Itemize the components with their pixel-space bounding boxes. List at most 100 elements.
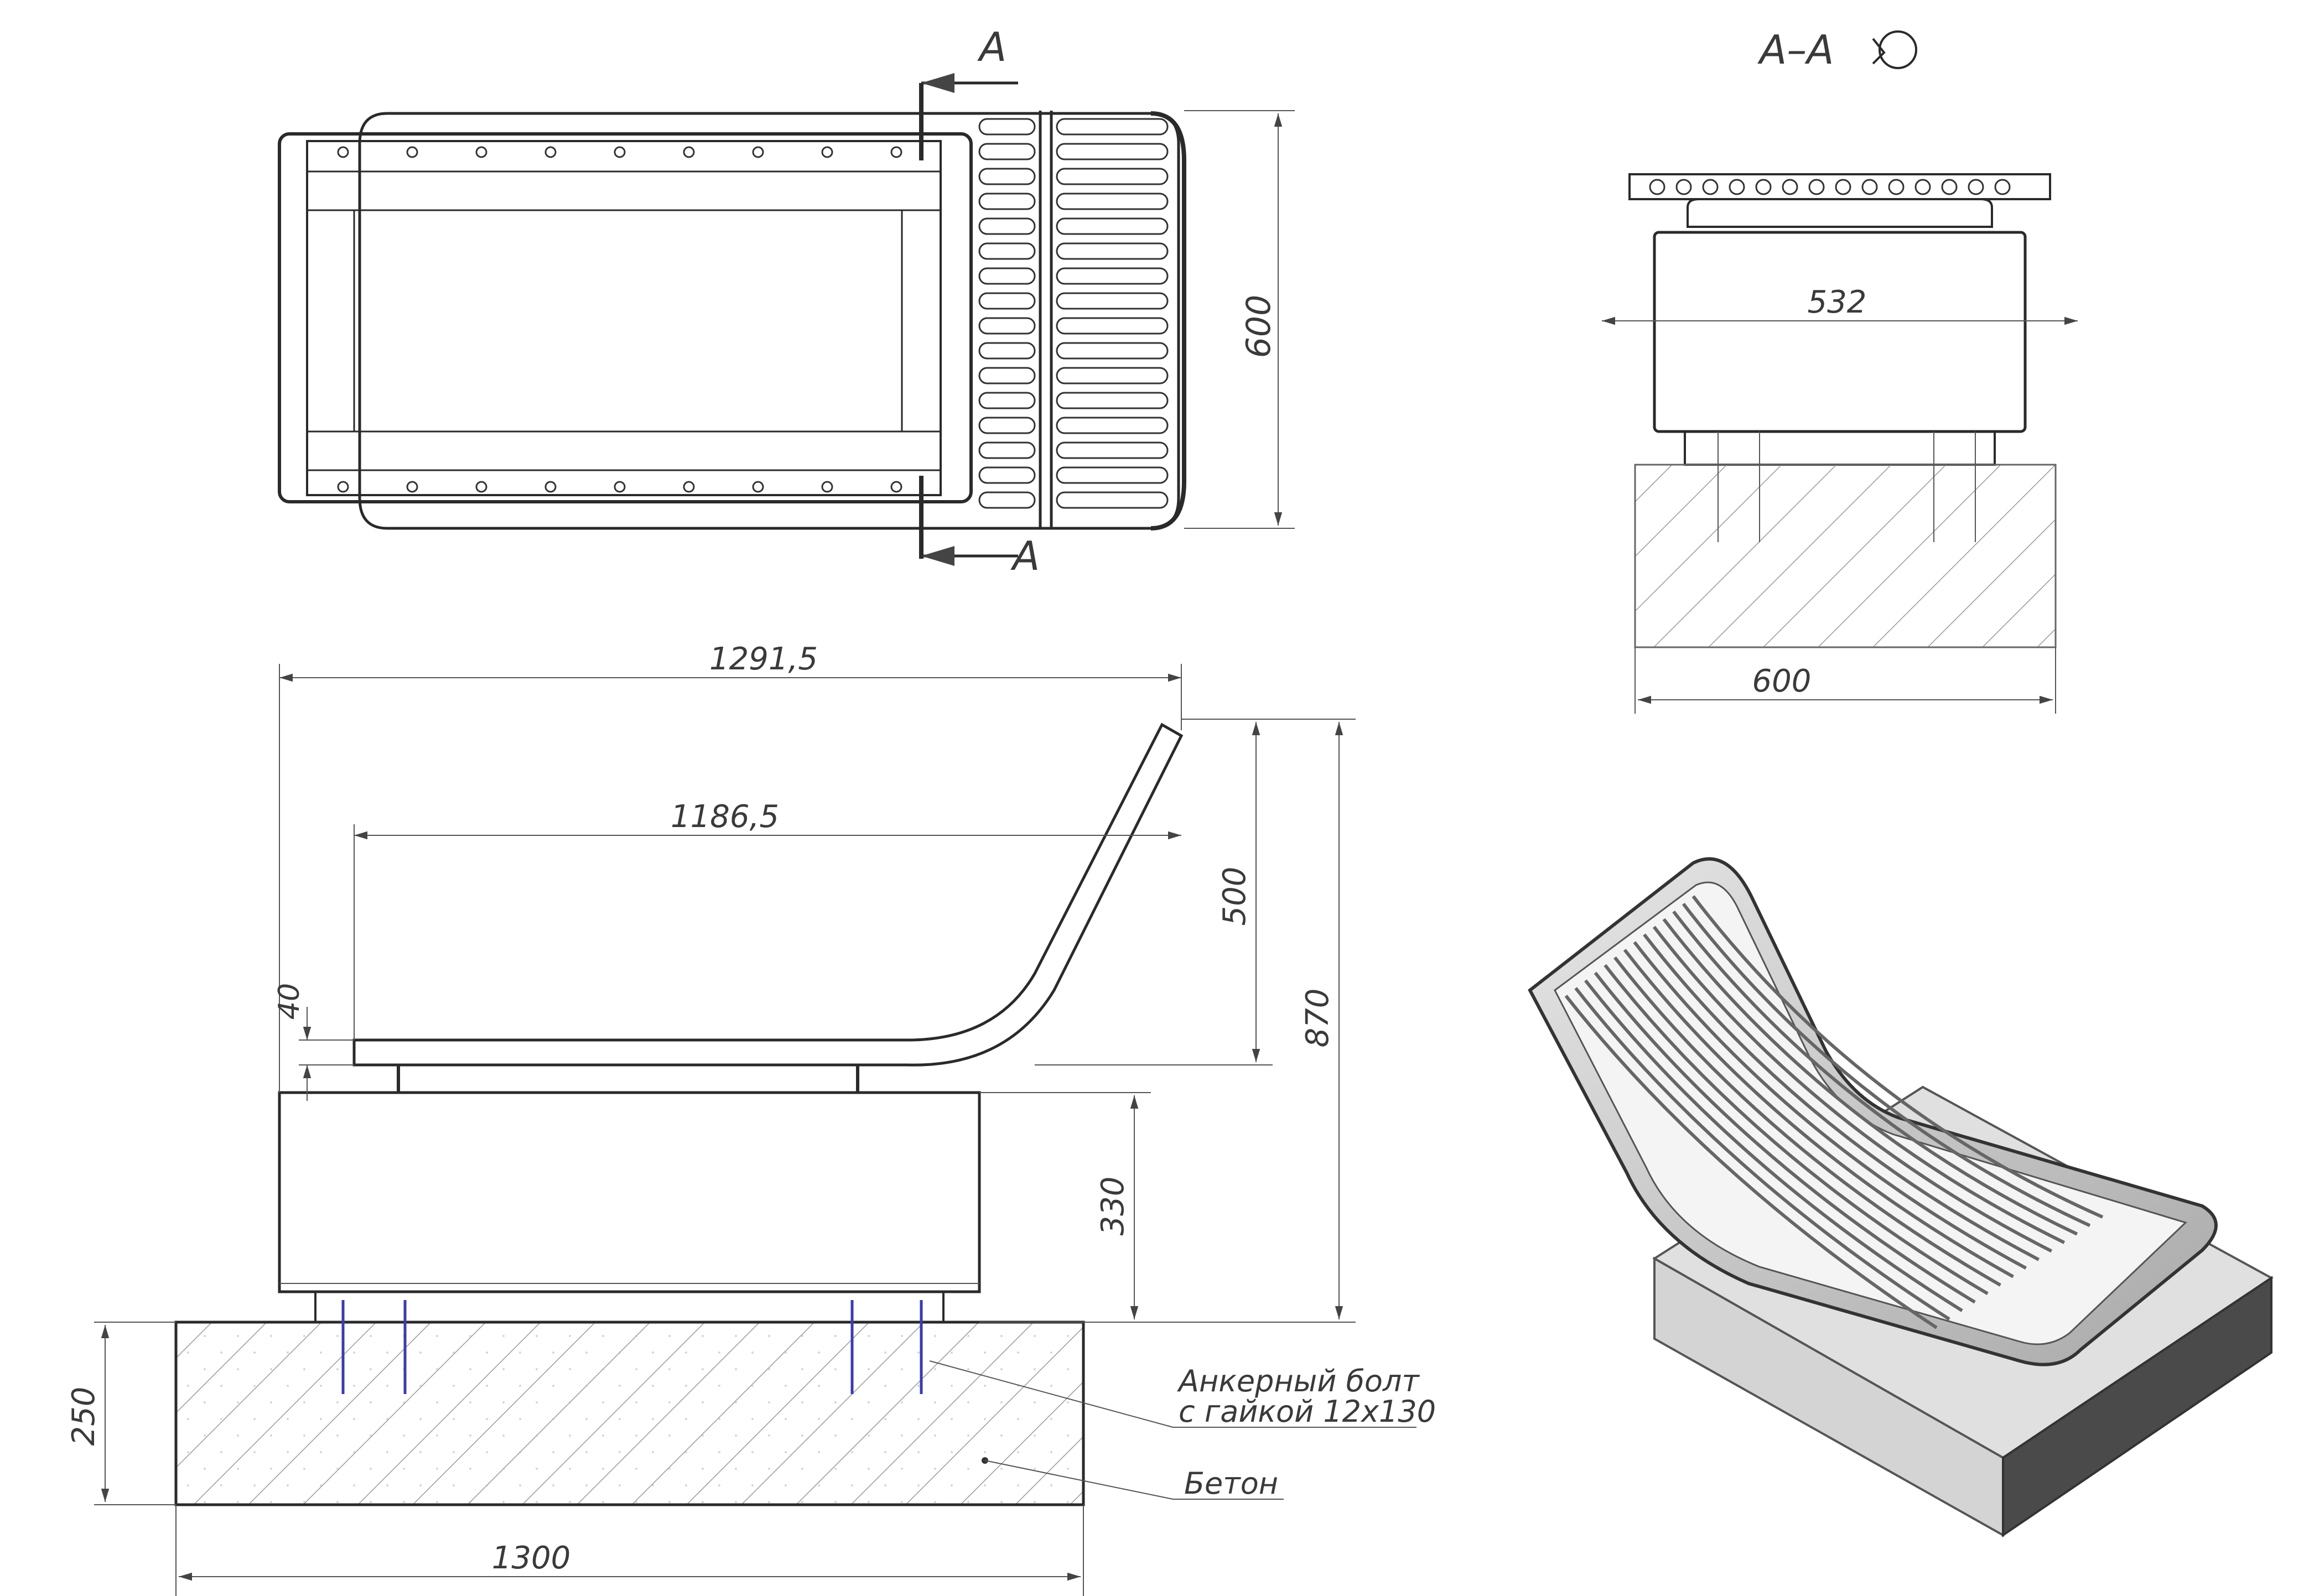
slat-bar [978,242,1036,260]
slat-bar [978,317,1036,335]
iso-slat [1574,987,1950,1321]
slat-bar [978,143,1036,160]
slat-section [1888,179,1905,195]
slat-section [1702,179,1719,195]
bolt-hole [752,481,764,493]
concrete-callout: Бетон [982,1457,1284,1501]
anchor-bolt-label-2: с гайкой 12х130 [1179,1394,1436,1429]
bolt-hole [544,146,557,158]
slat-section [1675,179,1692,195]
bolt-hole [752,146,764,158]
anchor-bolt-callout: Анкерный болт с гайкой 12х130 [929,1360,1436,1429]
slat-bar [1056,491,1169,509]
slat-section [1755,179,1772,195]
anchor-bolts [341,1300,923,1394]
dim-1300-label: 1300 [492,1540,571,1576]
dim-500-label: 500 [1217,867,1253,926]
cut-label-top: A [977,24,1006,70]
dimension-250: 250 [66,1322,176,1505]
bolt-hole [683,146,695,158]
dimension-40: 40 [273,983,354,1101]
bolt-holes-top [337,146,902,493]
rotate-view-icon [1872,30,1917,69]
iso-slat [1643,933,2040,1261]
iso-slat [1594,971,1976,1304]
bolt-hole [821,481,833,493]
bolt-hole [544,481,557,493]
dim-250-label: 250 [66,1387,102,1446]
dim-1291-label: 1291,5 [709,641,818,677]
slat-bar [1056,242,1169,260]
slat-section [1808,179,1825,195]
slat-bar [1056,292,1169,310]
dimension-1291: 1291,5 [279,641,1182,1093]
slat-bar [978,392,1036,409]
dim-600-section-label: 600 [1752,663,1812,699]
slat-bar [978,217,1036,235]
dim-532-label: 532 [1808,284,1867,320]
anchor-bolt-label-1: Анкерный болт [1177,1364,1420,1399]
slat-section [1649,179,1665,195]
slat-section [1914,179,1931,195]
dimension-500: 500 [1035,719,1273,1065]
bolt-hole [337,481,349,493]
section-cut-marker-top: A [919,24,1018,160]
dim-1186-label: 1186,5 [671,799,779,835]
bolt-hole [683,481,695,493]
section-cut-marker-bottom: A [919,476,1040,579]
dim-40-label: 40 [273,983,306,1020]
slat-section [1782,179,1798,195]
bolt-hole [614,481,626,493]
slat-bar [1056,367,1169,384]
bolt-hole [821,146,833,158]
section-label: A–A [1757,27,1834,73]
iso-slat [1623,949,2014,1278]
seat-slats [978,118,1169,509]
slat-bar [978,292,1036,310]
slat-section [1968,179,1984,195]
slat-bar [978,491,1036,509]
slat-bar [1056,143,1169,160]
slat-bar [978,466,1036,484]
slat-bar [978,367,1036,384]
slat-bar [978,417,1036,434]
iso-slat [1604,964,1989,1296]
slat-bar [1056,168,1169,185]
cut-label-bottom: A [1010,533,1040,579]
slat-bar [1056,267,1169,285]
slat-bar [1056,193,1169,210]
dimension-330: 330 [979,1092,1151,1319]
isometric-view [1528,857,2274,1537]
iso-slat [1584,979,1963,1312]
slat-section [1861,179,1878,195]
slat-bar [978,342,1036,360]
iso-slat [1662,918,2066,1244]
dimension-1300: 1300 [175,1505,1084,1596]
bolt-hole [406,481,418,493]
bolt-hole [890,481,902,493]
dim-600-label: 600 [1239,295,1278,358]
slat-bar [1056,417,1169,434]
slat-bar [1056,441,1169,459]
bolt-hole [406,146,418,158]
slat-bar [978,168,1036,185]
slat-bar [1056,466,1169,484]
slat-bar [978,193,1036,210]
isometric-slats [1564,895,2104,1329]
bolt-hole [614,146,626,158]
bolt-hole [475,481,487,493]
iso-slat [1672,910,2078,1236]
slat-section [1941,179,1958,195]
iso-slat [1564,995,1938,1329]
slat-bar [1056,118,1169,136]
slat-bar [1056,317,1169,335]
iso-slat [1633,941,2027,1270]
slat-section [1994,179,2011,195]
iso-slat [1691,895,2104,1219]
bolt-hole [890,146,902,158]
slat-bar [978,267,1036,285]
dim-870-label: 870 [1300,989,1336,1048]
slat-section-dots [1649,179,2011,195]
dim-330-label: 330 [1095,1177,1131,1236]
